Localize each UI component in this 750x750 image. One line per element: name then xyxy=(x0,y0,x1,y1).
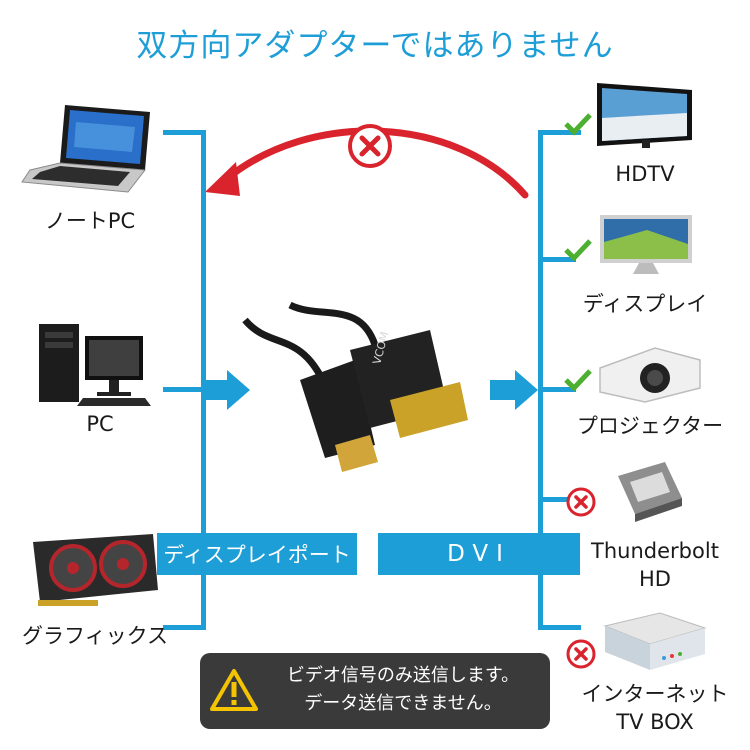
reverse-cross-icon xyxy=(348,124,392,168)
cross-icon xyxy=(566,487,596,517)
source-label-laptop: ノートPC xyxy=(44,209,136,233)
warning-box xyxy=(200,653,550,729)
projector-icon xyxy=(599,347,701,403)
tv-box-icon xyxy=(603,612,707,670)
hdtv-icon xyxy=(597,83,692,148)
hard-drive-icon xyxy=(618,462,682,522)
target-label-hdtv: HDTV xyxy=(615,162,675,186)
target-tag: DVI xyxy=(378,533,580,575)
target-flow-arrow-icon xyxy=(490,370,538,410)
warning-line1: ビデオ信号のみ送信します。 xyxy=(286,665,520,686)
source-tag: ディスプレイポート xyxy=(157,533,357,575)
cross-icon xyxy=(566,639,596,669)
target-label-projector: プロジェクター xyxy=(576,414,724,438)
warning-line2: データ送信できません。 xyxy=(304,693,502,714)
laptop-icon xyxy=(21,105,150,193)
graphics-card-icon xyxy=(33,534,158,606)
warning-icon xyxy=(210,669,258,711)
check-icon xyxy=(564,113,592,136)
source-flow-arrow-icon xyxy=(202,370,250,410)
source-connector-pc xyxy=(163,387,201,392)
target-label-tvbox-line2: TV BOX xyxy=(616,710,694,734)
target-label-tvbox: インターネット TV BOX xyxy=(560,680,750,736)
target-label-thunderbolt: Thunderbolt HD xyxy=(565,537,745,593)
cable-illustration: VCOM xyxy=(242,301,468,472)
check-icon xyxy=(564,369,592,392)
source-label-graphics: グラフィックス xyxy=(22,624,168,648)
target-label-thunderbolt-line1: Thunderbolt xyxy=(591,539,719,563)
page-title: 双方向アダプターではありません xyxy=(136,28,614,64)
desktop-pc-icon xyxy=(39,324,151,406)
target-connector-projector xyxy=(543,387,576,392)
target-connector-display xyxy=(543,257,576,262)
warning-text: ビデオ信号のみ送信します。 データ送信できません。 xyxy=(258,662,548,718)
check-icon xyxy=(564,239,592,262)
target-label-thunderbolt-line2: HD xyxy=(639,567,671,591)
target-label-display: ディスプレイ xyxy=(582,292,708,316)
source-label-pc: PC xyxy=(86,412,114,436)
target-label-tvbox-line1: インターネット xyxy=(581,682,729,706)
monitor-icon xyxy=(600,215,692,274)
target-bracket xyxy=(538,130,581,630)
target-connector-thunderbolt xyxy=(543,497,576,502)
